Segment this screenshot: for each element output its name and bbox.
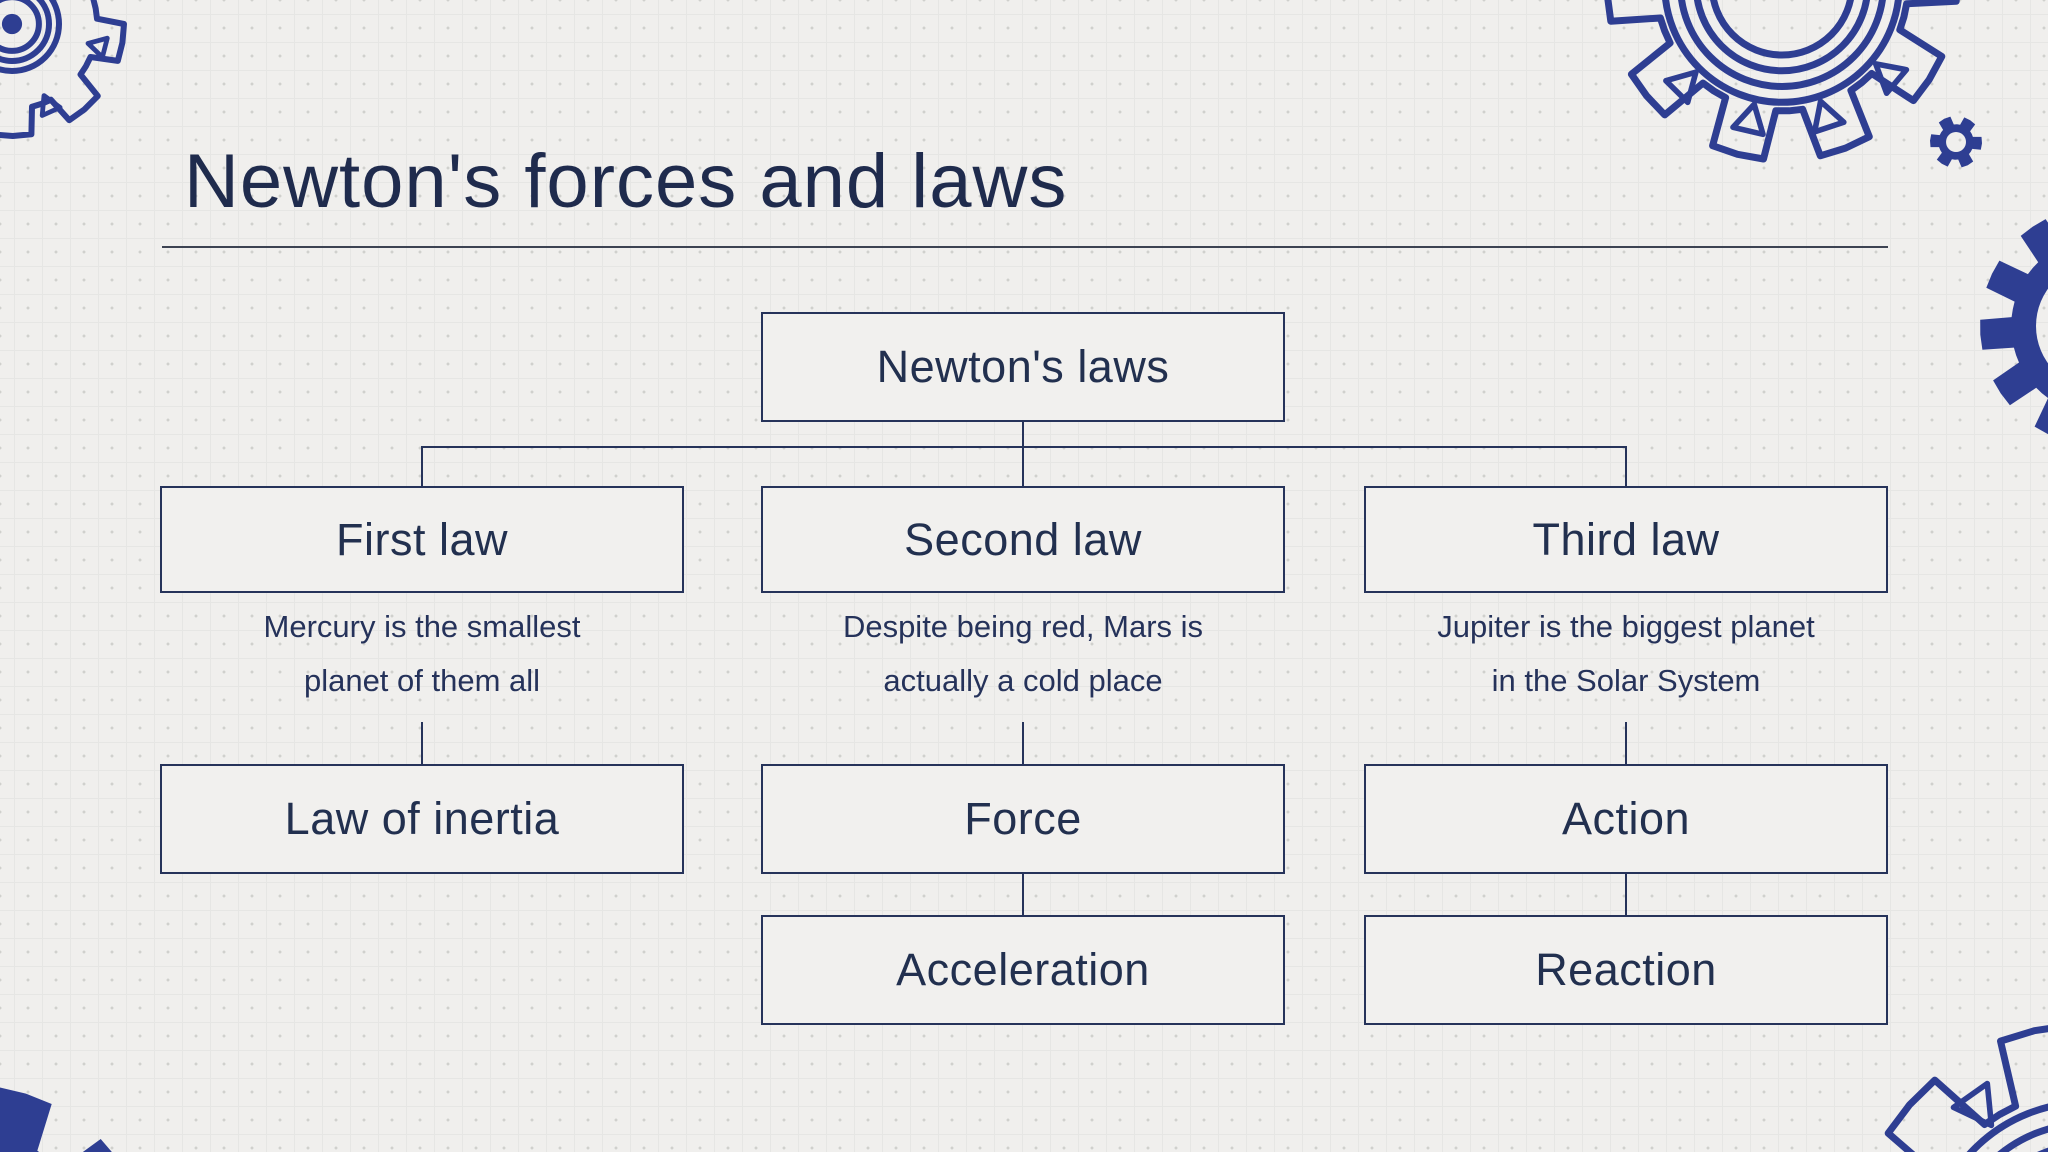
gear-outline-top-left-icon bbox=[0, 0, 127, 139]
node-force-label: Force bbox=[964, 793, 1082, 844]
connector-reaction-stub bbox=[1625, 874, 1627, 915]
connector-horizontal-bus bbox=[421, 446, 1627, 448]
connector-acceleration-stub bbox=[1022, 874, 1024, 915]
node-force: Force bbox=[761, 764, 1285, 874]
node-reaction-label: Reaction bbox=[1535, 944, 1717, 995]
node-law-of-inertia: Law of inertia bbox=[160, 764, 684, 874]
node-acceleration-label: Acceleration bbox=[896, 944, 1150, 995]
second-law-description: Despite being red, Mars is actually a co… bbox=[842, 609, 1204, 698]
connector-inertia-stub bbox=[421, 722, 423, 764]
connector-first-law-stub bbox=[421, 446, 423, 486]
connector-root-stub bbox=[1022, 422, 1024, 447]
node-second-law-label: Second law bbox=[904, 513, 1142, 565]
gear-solid-right-icon bbox=[1980, 219, 2048, 435]
connector-third-law-stub bbox=[1625, 446, 1627, 486]
page-title: Newton's forces and laws bbox=[184, 139, 1068, 224]
gear-outline-bottom-right-icon bbox=[1884, 1025, 2048, 1152]
connector-second-law-stub bbox=[1022, 446, 1024, 486]
node-newtons-laws: Newton's laws bbox=[761, 312, 1285, 422]
node-third-law: Third law bbox=[1364, 486, 1888, 593]
node-newtons-laws-label: Newton's laws bbox=[876, 341, 1170, 392]
gear-solid-bottom-left-icon bbox=[0, 1087, 112, 1152]
third-law-description: Jupiter is the biggest planet in the Sol… bbox=[1437, 609, 1815, 698]
node-acceleration: Acceleration bbox=[761, 915, 1285, 1025]
first-law-description: Mercury is the smallest planet of them a… bbox=[263, 609, 581, 698]
node-second-law: Second law bbox=[761, 486, 1285, 593]
node-action-label: Action bbox=[1561, 793, 1691, 844]
node-third-law-label: Third law bbox=[1532, 513, 1720, 565]
connector-action-stub bbox=[1625, 722, 1627, 764]
node-reaction: Reaction bbox=[1364, 915, 1888, 1025]
gear-solid-small-top-right-icon bbox=[1930, 116, 1982, 168]
title-divider bbox=[162, 246, 1888, 248]
node-first-law: First law bbox=[160, 486, 684, 593]
gear-outline-top-right-icon bbox=[1604, 0, 1960, 163]
node-action: Action bbox=[1364, 764, 1888, 874]
node-first-law-label: First law bbox=[336, 513, 508, 565]
node-law-of-inertia-label: Law of inertia bbox=[284, 793, 560, 844]
connector-force-stub bbox=[1022, 722, 1024, 764]
